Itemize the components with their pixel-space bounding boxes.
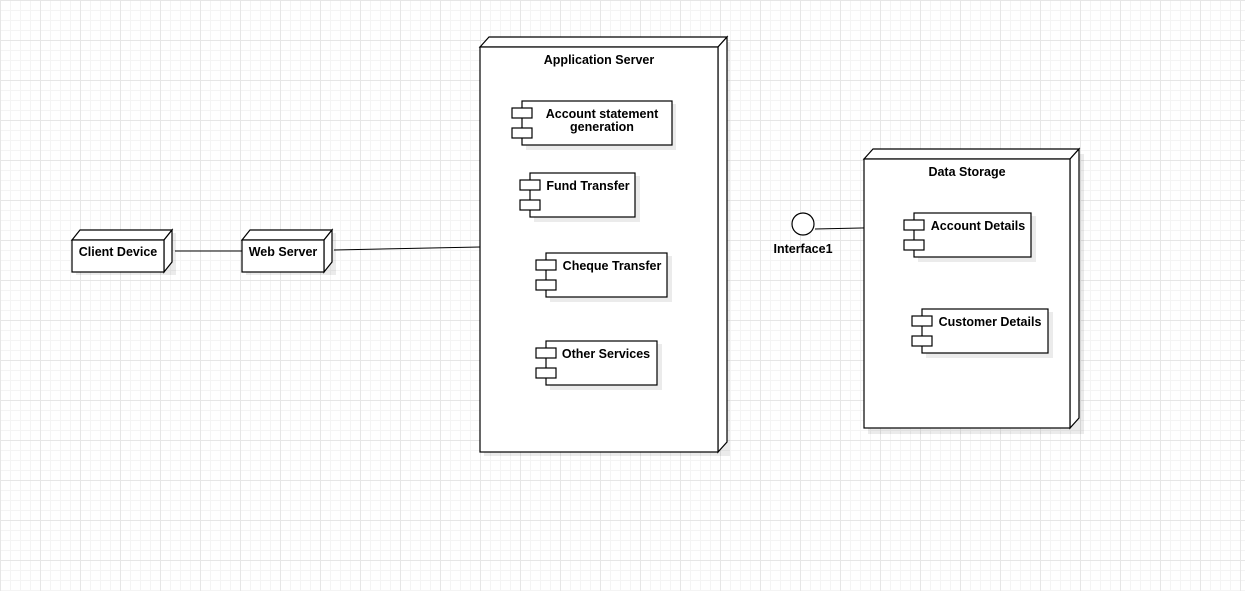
component-account-details[interactable]: Account Details xyxy=(903,212,1036,262)
application-server-label: Application Server xyxy=(544,53,655,67)
fund-transfer-label: Fund Transfer xyxy=(546,179,629,193)
web-server-node[interactable]: Web Server xyxy=(240,228,336,275)
web-server-label: Web Server xyxy=(249,245,318,259)
interface-circle-icon[interactable] xyxy=(791,212,815,236)
component-cheque-transfer[interactable]: Cheque Transfer xyxy=(535,252,672,302)
component-fund-transfer[interactable]: Fund Transfer xyxy=(519,172,640,222)
customer-details-label: Customer Details xyxy=(939,315,1042,329)
client-device-label: Client Device xyxy=(79,245,158,259)
account-statement-label-line2: generation xyxy=(570,120,634,134)
component-customer-details[interactable]: Customer Details xyxy=(911,308,1053,358)
other-services-label: Other Services xyxy=(562,347,650,361)
data-storage-label: Data Storage xyxy=(928,165,1005,179)
cheque-transfer-label: Cheque Transfer xyxy=(563,259,662,273)
application-server-node[interactable]: Application Server Account statement gen… xyxy=(478,35,730,456)
data-storage-node[interactable]: Data Storage Account Details Customer De… xyxy=(862,147,1084,434)
connector-web-app[interactable] xyxy=(333,246,481,251)
component-other-services[interactable]: Other Services xyxy=(535,340,662,390)
interface-label: Interface1 xyxy=(773,242,832,256)
component-account-statement[interactable]: Account statement generation xyxy=(511,100,676,150)
client-device-node[interactable]: Client Device xyxy=(70,228,176,275)
account-details-label: Account Details xyxy=(931,219,1026,233)
account-statement-label-line1: Account statement xyxy=(546,107,659,121)
interface-node[interactable]: Interface1 xyxy=(773,212,833,256)
